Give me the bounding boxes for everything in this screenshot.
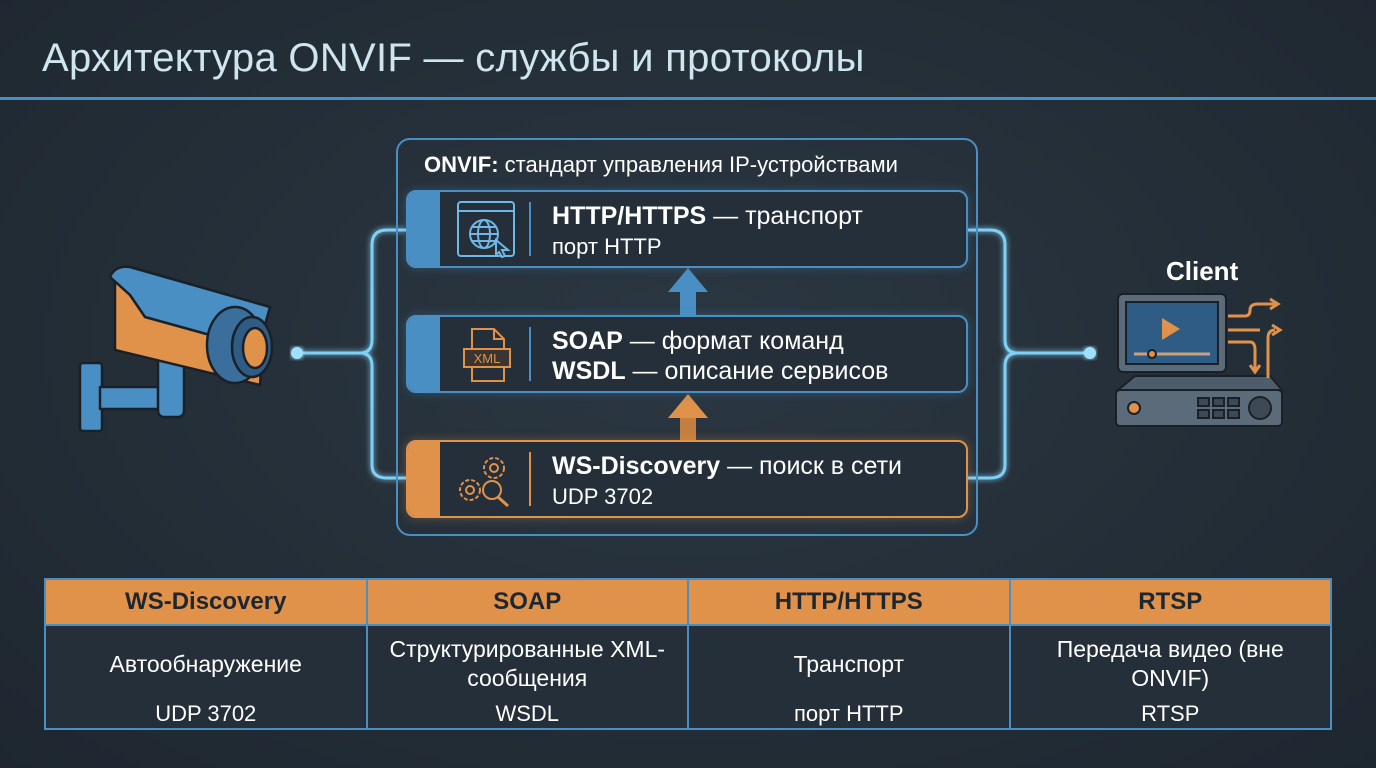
ip-camera-icon	[78, 265, 274, 433]
arrow-soap-to-http	[668, 268, 708, 317]
layer-divider	[529, 202, 531, 256]
layer-title: HTTP/HTTPS — транспорт	[552, 202, 863, 230]
layer-accent-bar	[408, 317, 440, 391]
page-title: Архитектура ONVIF — службы и протоколы	[42, 36, 865, 80]
table-header: SOAP	[365, 578, 689, 626]
client-node-dot	[1084, 347, 1096, 359]
cell-description: Автообнаружение	[109, 650, 302, 677]
layer-accent-bar	[408, 442, 440, 516]
layer-subtitle: порт HTTP	[552, 234, 662, 259]
layer-subtitle: WSDL — описание сервисов	[552, 357, 889, 385]
layer-divider	[529, 452, 531, 506]
cell-sub: UDP 3702	[155, 701, 257, 726]
layer-accent-bar	[408, 192, 440, 266]
table-header: RTSP	[1008, 578, 1332, 626]
frame-title-bold: ONVIF:	[424, 152, 499, 177]
camera-to-http-line	[297, 228, 406, 355]
frame-title-rest: стандарт управления IP-устройствами	[498, 152, 898, 177]
layer-http: HTTP/HTTPS — транспорт порт HTTP	[406, 190, 968, 268]
xml-file-icon: XML	[463, 328, 511, 382]
arrow-discovery-to-soap	[668, 394, 708, 442]
cell-sub: WSDL	[495, 701, 560, 726]
table-cell: Передача видео (вне ONVIF) RTSP	[1008, 624, 1332, 730]
layer-ws-discovery: WS-Discovery — поиск в сети UDP 3702	[406, 440, 968, 518]
client-nvr-icon	[1115, 293, 1285, 427]
client-to-http-line	[968, 228, 1090, 355]
table-cell: Транспорт порт HTTP	[687, 624, 1011, 730]
cell-sub: порт HTTP	[793, 701, 904, 726]
protocols-table: WS-Discovery SOAP HTTP/HTTPS RTSP Автооб…	[44, 578, 1332, 730]
table-header: HTTP/HTTPS	[687, 578, 1011, 626]
layer-divider	[529, 327, 531, 381]
table-header-row: WS-Discovery SOAP HTTP/HTTPS RTSP	[44, 578, 1332, 626]
browser-globe-icon	[457, 201, 515, 259]
layer-title: WS-Discovery — поиск в сети	[552, 452, 903, 480]
client-to-discovery-line	[968, 351, 1019, 480]
title-divider	[0, 97, 1376, 100]
layer-soap: XML SOAP — формат команд WSDL — описание…	[406, 315, 968, 393]
cell-description: Передача видео (вне ONVIF)	[1056, 636, 1284, 691]
table-header: WS-Discovery	[44, 578, 368, 626]
client-label: Client	[1166, 256, 1239, 286]
svg-text:XML: XML	[474, 351, 501, 366]
cell-sub: RTSP	[1141, 701, 1200, 726]
frame-title: ONVIF: стандарт управления IP-устройства…	[424, 152, 898, 178]
cell-description: Транспорт	[793, 650, 905, 677]
layer-subtitle: UDP 3702	[552, 484, 654, 509]
camera-to-discovery-line	[359, 351, 406, 480]
layer-title: SOAP — формат команд	[552, 327, 844, 355]
gears-search-icon	[459, 457, 510, 508]
camera-node-dot	[291, 347, 303, 359]
cell-description: Структурированные XML-сообщения	[389, 636, 666, 691]
onvif-frame	[396, 138, 978, 536]
